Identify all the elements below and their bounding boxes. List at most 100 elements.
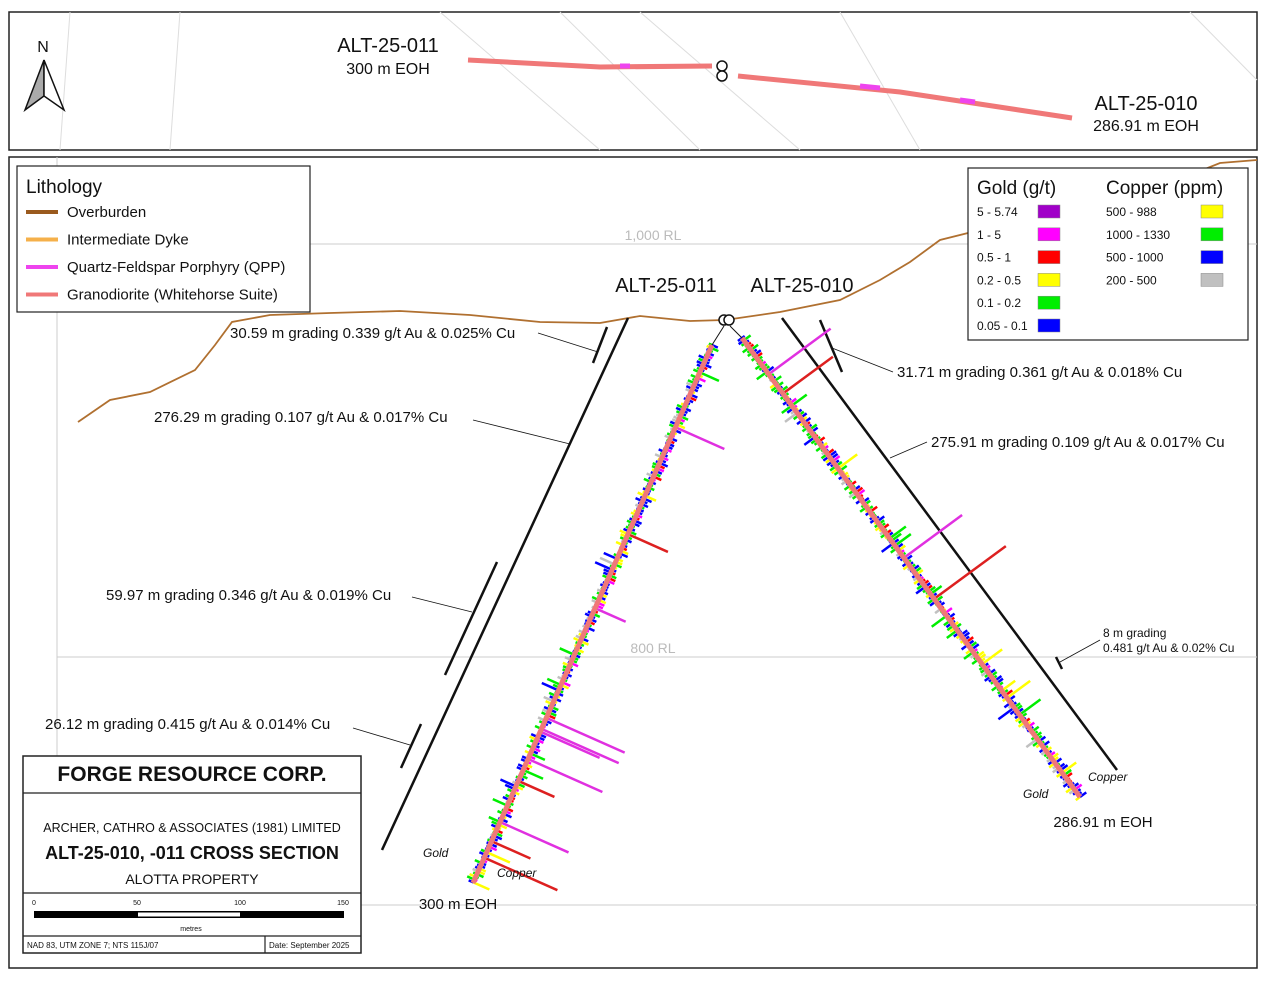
gold-assay-bar xyxy=(1018,698,1042,716)
gold-assay-bar xyxy=(1006,679,1031,699)
gold-assay-bar xyxy=(472,881,490,891)
plan-view-panel: N ALT-25-011 300 m EOH ALT-25-010 286.91… xyxy=(8,11,1258,151)
copper-swatch xyxy=(1200,227,1224,242)
gold-assay-bar xyxy=(674,426,725,451)
collar-icon xyxy=(723,314,735,326)
lithology-label: Granodiorite (Whitehorse Suite) xyxy=(67,287,278,304)
gold-assay-bar xyxy=(527,757,603,794)
gold-swatch xyxy=(1037,227,1061,242)
rl-label: 1,000 RL xyxy=(625,227,682,243)
lithology-label: Overburden xyxy=(67,204,146,221)
gold-assay-bar xyxy=(545,716,626,754)
drill-trace-010 xyxy=(739,336,1083,799)
gold-assay-bar xyxy=(594,607,627,623)
lithology-label: Quartz-Feldspar Porphyry (QPP) xyxy=(67,259,285,276)
gold-assay-bar xyxy=(767,327,832,376)
section-title: ALT-25-010, -011 CROSS SECTION xyxy=(45,843,339,863)
collar-icon xyxy=(716,70,728,82)
copper-assay-bar xyxy=(784,411,798,423)
north-label: N xyxy=(37,39,49,56)
rl-label: 800 RL xyxy=(630,640,675,656)
copper-assay-bar xyxy=(559,647,575,656)
scale-unit: metres xyxy=(180,926,202,933)
gold-assay-bar xyxy=(483,856,558,892)
copper-assay-bar xyxy=(599,556,616,566)
scale-bar: 0 50 100 150 metres xyxy=(32,900,349,933)
gold-swatch xyxy=(1037,204,1061,219)
copper-side-label: Copper xyxy=(497,866,537,880)
plan-eoh-label: 300 m EOH xyxy=(346,61,430,78)
intercept-label: 30.59 m grading 0.339 g/t Au & 0.025% Cu xyxy=(230,325,515,342)
gold-legend-title: Gold (g/t) xyxy=(977,178,1056,199)
copper-assay-bar xyxy=(594,561,613,571)
property-name: ALOTTA PROPERTY xyxy=(125,871,259,887)
gold-assay-bar xyxy=(499,820,570,854)
drill-trace-011 xyxy=(470,343,715,885)
gold-assay-bar xyxy=(1000,679,1016,692)
company-name: FORGE RESOURCE CORP. xyxy=(57,763,326,786)
hole-label-010: ALT-25-010 xyxy=(750,275,853,297)
copper-side-label: Copper xyxy=(1088,770,1128,784)
plan-trace-010 xyxy=(737,73,1073,121)
plan-hole-label: ALT-25-010 xyxy=(1094,93,1197,115)
copper-assay-bar xyxy=(541,681,560,692)
gold-assay-bar xyxy=(782,355,834,395)
copper-assay-bar xyxy=(997,706,1015,721)
plan-eoh-label: 286.91 m EOH xyxy=(1093,118,1199,135)
gold-assay-bar xyxy=(517,779,555,799)
copper-swatch xyxy=(1200,204,1224,219)
copper-assay-bar xyxy=(708,342,713,347)
copper-assay-bar xyxy=(499,778,517,788)
gold-assay-bar xyxy=(522,768,544,780)
lithology-label: Intermediate Dyke xyxy=(67,232,189,249)
legend-title: Lithology xyxy=(26,177,103,198)
copper-range-label: 500 - 988 xyxy=(1106,205,1157,219)
gold-assay-bar xyxy=(486,851,511,864)
scale-tick: 150 xyxy=(337,900,349,907)
intercept-label: 0.481 g/t Au & 0.02% Cu xyxy=(1103,641,1234,655)
copper-assay-bar xyxy=(492,797,508,807)
eoh-label-010: 286.91 m EOH xyxy=(1053,814,1152,831)
gold-assay-bar xyxy=(699,371,720,383)
assay-legend: Gold (g/t) Copper (ppm) 5 - 5.741 - 50.5… xyxy=(967,167,1249,341)
intercept-label: 31.71 m grading 0.361 g/t Au & 0.018% Cu xyxy=(897,364,1182,381)
gold-assay-bar xyxy=(894,533,912,547)
gold-assay-bar xyxy=(530,752,546,762)
hole-label-011: ALT-25-011 xyxy=(615,275,717,297)
gold-range-label: 0.2 - 0.5 xyxy=(977,273,1021,287)
gold-assay-bar xyxy=(903,513,963,559)
gold-assay-bar xyxy=(933,545,1007,600)
gold-swatch xyxy=(1037,273,1061,287)
intercept-label: 8 m grading xyxy=(1103,626,1166,640)
gold-swatch xyxy=(1037,295,1061,310)
copper-range-label: 1000 - 1330 xyxy=(1106,228,1170,242)
north-arrow-icon: N xyxy=(23,39,66,113)
gold-assay-bar xyxy=(539,730,601,760)
gold-swatch xyxy=(1037,250,1061,264)
date-text: Date: September 2025 xyxy=(269,941,350,950)
gold-side-label: Gold xyxy=(1023,787,1049,801)
gold-assay-bar xyxy=(1061,761,1077,774)
datum-text: NAD 83, UTM ZONE 7; NTS 115J/07 xyxy=(27,941,159,950)
gold-assay-bar xyxy=(540,727,620,765)
scale-tick: 100 xyxy=(234,900,246,907)
plan-hole-label: ALT-25-011 xyxy=(337,35,439,57)
copper-swatch xyxy=(1200,273,1224,287)
gold-range-label: 1 - 5 xyxy=(977,228,1001,242)
eoh-label-011: 300 m EOH xyxy=(419,896,497,913)
gold-range-label: 0.05 - 0.1 xyxy=(977,319,1028,333)
collar-icon xyxy=(716,60,728,72)
copper-assay-bar xyxy=(546,677,562,687)
copper-range-label: 500 - 1000 xyxy=(1106,251,1164,265)
scale-tick: 50 xyxy=(133,900,141,907)
leader-lines xyxy=(352,332,1101,746)
gold-assay-bar xyxy=(888,525,907,540)
gold-assay-bar xyxy=(791,393,808,407)
gold-swatch xyxy=(1037,318,1061,333)
title-block: FORGE RESOURCE CORP. ARCHER, CATHRO & AS… xyxy=(22,755,362,954)
intercept-labels: 30.59 m grading 0.339 g/t Au & 0.025% Cu… xyxy=(45,325,1234,733)
intercept-label: 59.97 m grading 0.346 g/t Au & 0.019% Cu xyxy=(106,587,391,604)
